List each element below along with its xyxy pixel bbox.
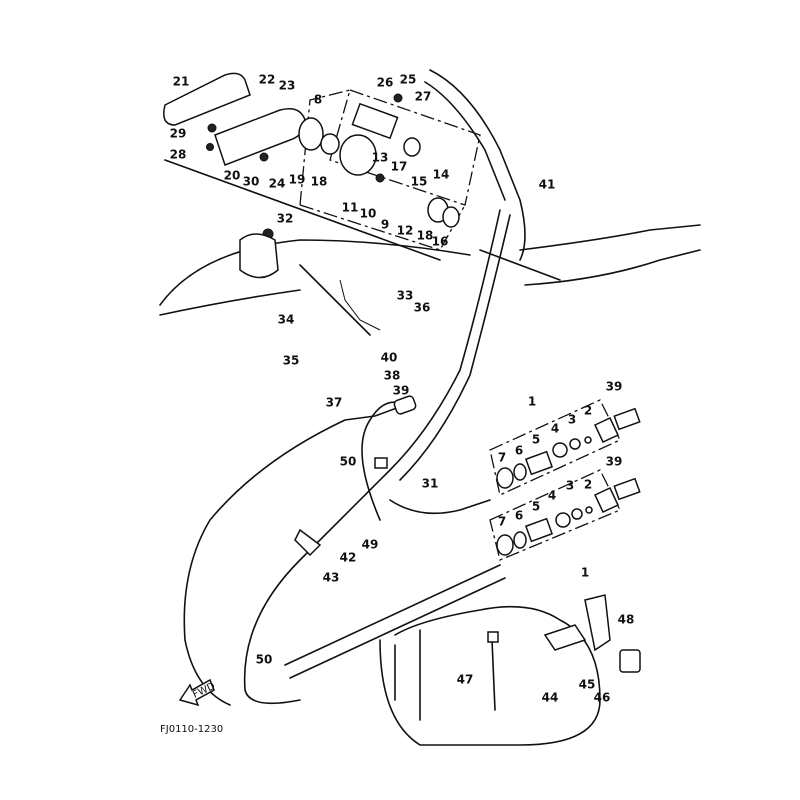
callout-50: 50	[340, 455, 357, 469]
callout-29: 29	[170, 127, 187, 141]
callout-32: 32	[277, 212, 294, 226]
callout-4: 4	[548, 489, 556, 503]
switch-assembly	[163, 72, 460, 279]
callout-43: 43	[323, 571, 340, 585]
callout-24: 24	[269, 177, 286, 191]
callout-12: 12	[397, 224, 414, 238]
callout-40: 40	[381, 351, 398, 365]
callout-18: 18	[311, 175, 328, 189]
callout-47: 47	[457, 673, 474, 687]
callout-11: 11	[342, 201, 359, 215]
callout-39: 39	[606, 455, 623, 469]
handlebar-outline	[159, 69, 701, 316]
callout-22: 22	[259, 73, 276, 87]
callout-48: 48	[618, 613, 635, 627]
callout-9: 9	[381, 218, 389, 232]
callout-14: 14	[433, 168, 450, 182]
callout-41: 41	[539, 178, 556, 192]
callout-39: 39	[393, 384, 410, 398]
callout-28: 28	[170, 148, 187, 162]
callout-6: 6	[515, 509, 523, 523]
callout-6: 6	[515, 444, 523, 458]
callout-18: 18	[417, 229, 434, 243]
callout-5: 5	[532, 500, 540, 514]
callout-4: 4	[551, 422, 559, 436]
callout-44: 44	[542, 691, 559, 705]
forward-arrow-icon: FWD	[178, 678, 217, 707]
callout-31: 31	[422, 477, 439, 491]
callout-17: 17	[391, 160, 408, 174]
adjuster-upper	[496, 407, 641, 489]
callout-23: 23	[279, 79, 296, 93]
callout-26: 26	[377, 76, 394, 90]
callout-49: 49	[362, 538, 379, 552]
cables	[183, 209, 601, 746]
callout-37: 37	[326, 396, 343, 410]
callout-13: 13	[372, 151, 389, 165]
adjuster-lower	[496, 477, 641, 556]
callout-34: 34	[278, 313, 295, 327]
callout-27: 27	[415, 90, 432, 104]
callout-30: 30	[243, 175, 260, 189]
callout-5: 5	[532, 433, 540, 447]
callout-3: 3	[566, 479, 574, 493]
callout-45: 45	[579, 678, 596, 692]
callout-42: 42	[340, 551, 357, 565]
callout-15: 15	[411, 175, 428, 189]
callout-20: 20	[224, 169, 241, 183]
callout-25: 25	[400, 73, 417, 87]
callout-35: 35	[283, 354, 300, 368]
callout-16: 16	[432, 235, 449, 249]
callout-46: 46	[594, 691, 611, 705]
callout-21: 21	[173, 75, 190, 89]
callout-10: 10	[360, 207, 377, 221]
callout-2: 2	[584, 478, 592, 492]
callout-3: 3	[568, 413, 576, 427]
callout-36: 36	[414, 301, 431, 315]
callout-8: 8	[314, 93, 322, 107]
fwd-label: FWD	[191, 681, 217, 701]
cable-fittings	[294, 395, 641, 673]
callout-7: 7	[498, 451, 506, 465]
callout-7: 7	[498, 515, 506, 529]
callout-39: 39	[606, 380, 623, 394]
diagram-code: FJ0110-1230	[160, 724, 223, 735]
callout-50: 50	[256, 653, 273, 667]
callout-33: 33	[397, 289, 414, 303]
callout-1: 1	[581, 566, 589, 580]
callout-2: 2	[584, 404, 592, 418]
callout-19: 19	[289, 173, 306, 187]
callout-38: 38	[384, 369, 401, 383]
callout-1: 1	[528, 395, 536, 409]
